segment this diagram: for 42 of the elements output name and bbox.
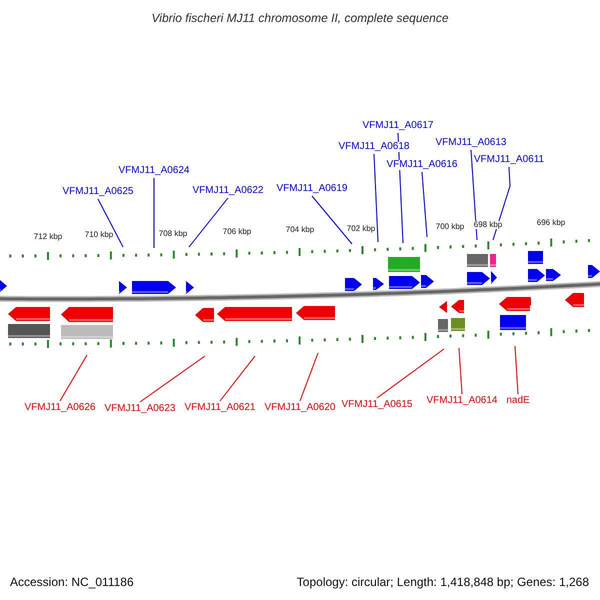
leader-line bbox=[376, 348, 444, 398]
leader-line bbox=[140, 356, 206, 402]
leader-line bbox=[300, 352, 318, 402]
gene-label: VFMJ11_A0623 bbox=[104, 404, 176, 414]
scale-label: 700 kbp bbox=[434, 222, 466, 231]
gene-label: VFMJ11_A0625 bbox=[62, 187, 134, 197]
gene-label: VFMJ11_A0624 bbox=[118, 166, 190, 176]
scale-label: 706 kbp bbox=[222, 228, 252, 236]
leader-line bbox=[374, 154, 378, 242]
scale-label: 708 kbp bbox=[158, 230, 188, 238]
gene-label: VFMJ11_A0611 bbox=[472, 155, 546, 165]
gene-label: VFMJ11_A0613 bbox=[434, 138, 508, 148]
gene-label: VFMJ11_A0622 bbox=[192, 186, 264, 196]
gene-label: VFMJ11_A0626 bbox=[24, 403, 96, 413]
scale-label: 712 kbp bbox=[32, 233, 64, 241]
leader-line bbox=[470, 150, 478, 240]
leader-line bbox=[188, 198, 228, 248]
gene-label: VFMJ11_A0618 bbox=[338, 142, 410, 152]
leader-line bbox=[312, 196, 352, 244]
sequence-info-text: Topology: circular; Length: 1,418,848 bp; Genes: 1,268 bbox=[296, 576, 590, 588]
gene-label: VFMJ11_A0616 bbox=[386, 160, 458, 170]
leader-line bbox=[422, 172, 428, 238]
leader-line bbox=[60, 354, 88, 402]
scale-label: 698 kbp bbox=[472, 221, 504, 230]
gene-label: VFMJ11_A0615 bbox=[340, 400, 414, 410]
leader-line bbox=[458, 348, 462, 394]
scale-label: 702 kbp bbox=[346, 224, 376, 232]
scale-label: 704 kbp bbox=[284, 226, 316, 234]
gene-label: VFMJ11_A0620 bbox=[264, 403, 336, 413]
gene-label: VFMJ11_A0614 bbox=[426, 396, 498, 406]
leader-line bbox=[98, 198, 124, 248]
gene-label: nadE bbox=[505, 396, 531, 406]
gene-label: VFMJ11_A0621 bbox=[184, 403, 256, 413]
gene-label: VFMJ11_A0617 bbox=[362, 121, 434, 131]
leader-line bbox=[220, 356, 256, 402]
leader-line bbox=[514, 346, 518, 394]
gene-label: VFMJ11_A0619 bbox=[276, 184, 348, 194]
map-title: Vibrio fischeri MJ11 chromosome II, complete sequence bbox=[150, 12, 450, 24]
scale-label: 710 kbp bbox=[84, 231, 114, 240]
leader-line bbox=[492, 166, 510, 240]
accession-text: Accession: NC_011186 bbox=[9, 576, 135, 588]
scale-label: 696 kbp bbox=[536, 219, 566, 228]
